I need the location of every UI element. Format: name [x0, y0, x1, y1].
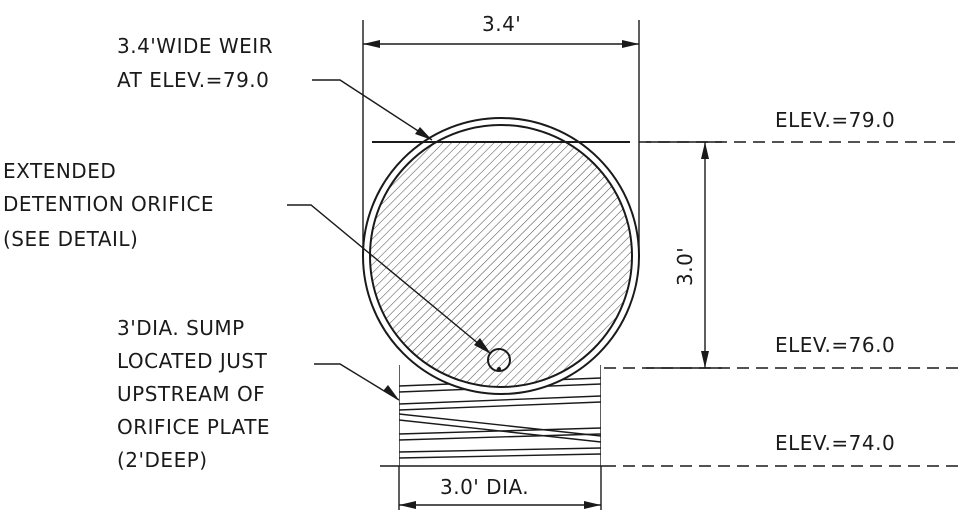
sump-label-line2: LOCATED JUST: [117, 349, 268, 373]
elev-76-label: ELEV.=76.0: [775, 333, 895, 357]
orifice-opening: [497, 367, 501, 371]
orifice-label-line3: (SEE DETAIL): [3, 227, 138, 251]
sump-dia-label: 3.0' DIA.: [440, 475, 529, 499]
weir-leader: [312, 79, 433, 141]
water-hatch: [370, 142, 632, 387]
sump-label-line4: ORIFICE PLATE: [117, 415, 270, 439]
sump-leader: [314, 363, 400, 401]
elev-74-label: ELEV.=74.0: [775, 431, 895, 455]
sump-pipe: [399, 365, 601, 466]
height-label: 3.0': [673, 247, 697, 286]
orifice-label-line2: DETENTION ORIFICE: [3, 192, 214, 216]
pipe-inner-wall: [369, 124, 633, 388]
orifice-label-line1: EXTENDED: [3, 159, 116, 183]
sump-label-line5: (2'DEEP): [117, 448, 208, 472]
orifice-leader: [287, 204, 492, 355]
weir-label-line2: AT ELEV.=79.0: [117, 68, 269, 92]
top-width-label: 3.4': [482, 12, 521, 36]
sump-label-line3: UPSTREAM OF: [117, 382, 265, 406]
sump-label-line1: 3'DIA. SUMP: [117, 316, 245, 340]
elev-79-label: ELEV.=79.0: [775, 108, 895, 132]
weir-label-line1: 3.4'WIDE WEIR: [117, 34, 273, 58]
